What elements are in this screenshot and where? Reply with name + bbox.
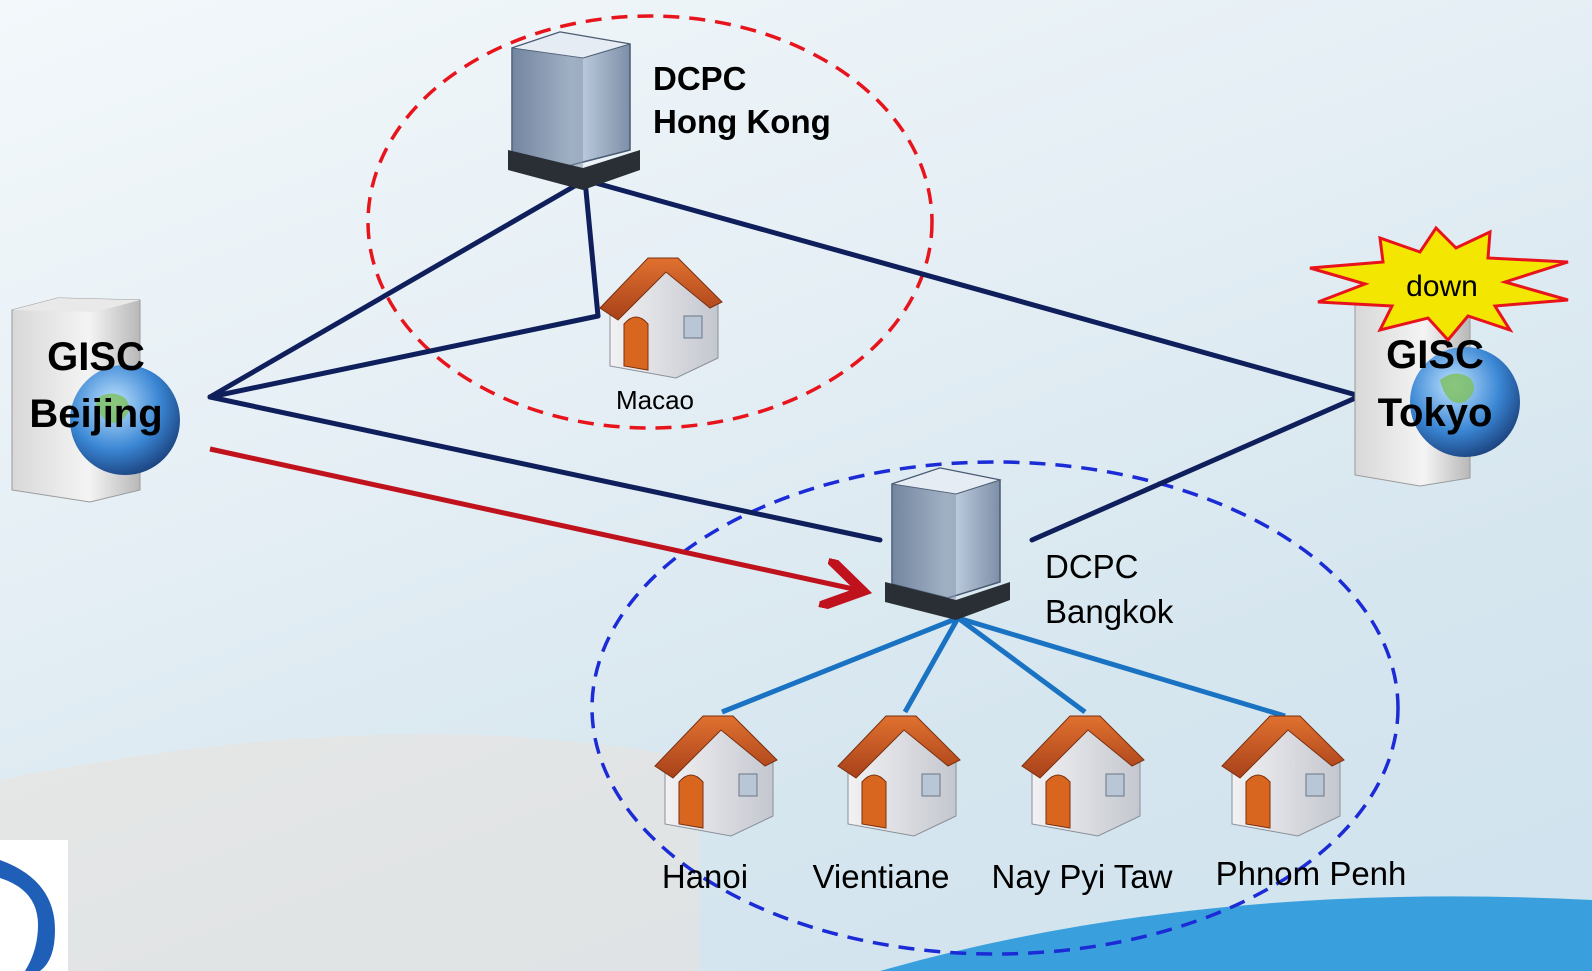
reroute-arrow [209,446,858,590]
dcpc-bangkok-label-line2: Bangkok [1045,593,1174,630]
logo-fragment-box [0,840,68,971]
house-icon [1221,715,1345,837]
down-burst-icon [1309,225,1569,343]
link-hongkong-tokyo [582,177,1363,399]
gisc-tokyo-label-line2: Tokyo [1378,391,1493,435]
dcpc-bangkok-node: DCPC Bangkok [885,467,1174,630]
logo-fragment-icon [0,860,55,971]
hanoi-label: Hanoi [662,858,748,895]
gisc-beijing-label-line1: GISC [47,335,145,379]
link-bangkok-vientiane [902,616,961,714]
nay-pyi-taw-node: Nay Pyi Taw [992,715,1173,895]
gisc-tokyo-node: GISC Tokyo down [1309,225,1569,487]
link-bangkok-phnompenh [957,615,1286,719]
dcpc-hong-kong-label-line2: Hong Kong [653,103,831,140]
macao-node: Macao [599,257,723,415]
hanoi-node: Hanoi [654,715,778,895]
office-building-icon [508,31,640,190]
dcpc-hong-kong-label-line1: DCPC [653,60,747,97]
dcpc-bangkok-label-line1: DCPC [1045,548,1139,585]
vientiane-label: Vientiane [812,858,949,895]
background-blue-swoosh [880,896,1592,971]
server-icon [11,297,180,503]
phnom-penh-node: Phnom Penh [1216,715,1407,892]
macao-label: Macao [616,385,694,415]
dcpc-hong-kong-node: DCPC Hong Kong [508,31,831,190]
gisc-beijing-label-line2: Beijing [29,392,162,436]
link-beijing-macao [207,313,601,400]
office-building-icon [885,467,1010,620]
hong-kong-zone-circle [366,14,934,430]
background-hand-shape [0,734,700,971]
house-icon [599,257,723,379]
vientiane-node: Vientiane [812,715,961,895]
link-bangkok-hanoi [721,615,959,715]
house-icon [654,715,778,837]
link-beijing-bangkok [207,394,883,543]
phnom-penh-label: Phnom Penh [1216,855,1407,892]
link-bangkok-naypyitaw [956,615,1087,715]
globe-icon [70,365,180,475]
server-icon [1354,289,1520,487]
tokyo-status-label: down [1406,270,1478,303]
bangkok-zone-circle [590,460,1400,956]
house-icon [837,715,961,837]
gisc-beijing-node: GISC Beijing [11,297,180,503]
link-bangkok-tokyo [1029,393,1363,543]
house-icon [1021,715,1145,837]
gisc-tokyo-label-line1: GISC [1386,333,1484,377]
nay-pyi-taw-label: Nay Pyi Taw [992,858,1173,895]
link-beijing-hongkong [207,177,588,400]
link-hongkong-macao [582,177,601,319]
